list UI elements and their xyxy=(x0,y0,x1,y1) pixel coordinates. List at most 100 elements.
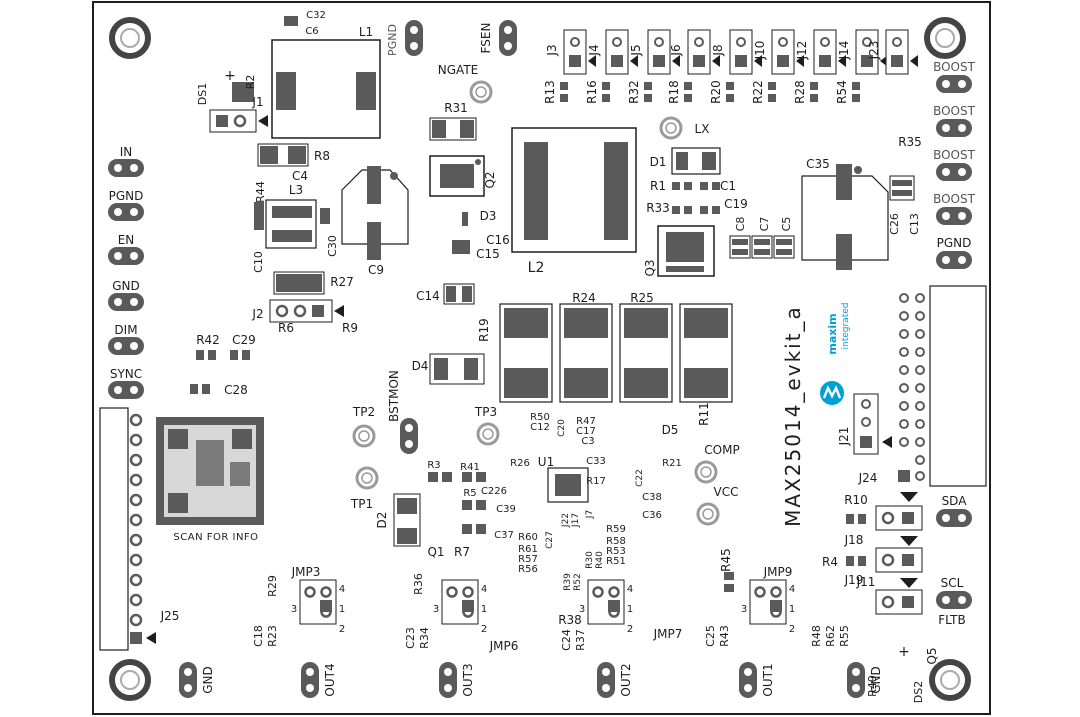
brand-label: integrated xyxy=(841,303,851,350)
refdes-label: R50 xyxy=(530,412,550,423)
refdes-label: R61 xyxy=(518,544,538,555)
header-pin xyxy=(862,37,872,47)
refdes-label: R35 xyxy=(898,135,922,149)
refdes-label: R38 xyxy=(558,613,582,627)
refdes-label: C5 xyxy=(780,217,793,232)
refdes-label: R44 xyxy=(254,181,267,203)
testpoint-comp-inner xyxy=(700,466,712,478)
refdes-label: U1 xyxy=(538,455,554,469)
resistor-pad xyxy=(768,94,776,102)
resistor-pad xyxy=(684,82,692,90)
refdes-label: Q1 xyxy=(427,545,444,559)
refdes-label: R30 xyxy=(585,551,595,569)
refdes-label: C6 xyxy=(305,26,318,37)
edge-label-bottom: OUT3 xyxy=(461,663,475,696)
testpoint-vcc-inner xyxy=(702,508,714,520)
jumper-pin xyxy=(446,586,458,598)
header-label: J23 xyxy=(867,41,881,61)
edge-label-bottom: GND xyxy=(201,666,215,694)
resistor-pad xyxy=(810,82,818,90)
refdes-label: C7 xyxy=(758,217,771,232)
jumper-pin-number: 1 xyxy=(339,604,345,615)
refdes-label: R26 xyxy=(510,458,530,469)
edge-label-right: BOOST xyxy=(933,192,976,206)
terminal-bottom-3 xyxy=(597,662,615,698)
refdes-label: C24 xyxy=(560,629,573,651)
testpoint-label: PGND xyxy=(386,24,399,56)
refdes-label: R23 xyxy=(266,625,279,647)
top-header-body xyxy=(771,29,795,75)
testpoint-label: FSEN xyxy=(479,23,493,54)
testpoint-fsen xyxy=(499,20,517,56)
refdes-label: R33 xyxy=(646,201,670,215)
terminal-left-3 xyxy=(108,293,144,311)
header-pin-square xyxy=(569,55,581,67)
jumper-pin xyxy=(770,586,782,598)
refdes-label: C4 xyxy=(292,169,308,183)
jumper-pin-square xyxy=(320,600,332,612)
refdes-label: R7 xyxy=(454,545,470,559)
refdes-label: C8 xyxy=(734,217,747,232)
sense-resistors xyxy=(499,303,733,403)
refdes-label: R39 xyxy=(563,573,573,591)
pin1-marker xyxy=(630,55,638,67)
testpoint-label: COMP xyxy=(704,443,739,457)
refdes-label: R55 xyxy=(838,625,851,647)
refdes-label: C18 xyxy=(252,625,265,647)
testpoint-ngate-inner xyxy=(475,86,487,98)
refdes-label: R49 xyxy=(866,675,879,697)
refdes-label: C17 xyxy=(576,426,596,437)
capacitor-c35 xyxy=(801,164,889,270)
resistor-pad xyxy=(560,82,568,90)
edge-label-right: BOOST xyxy=(933,148,976,162)
refdes-label: R9 xyxy=(342,321,358,335)
refdes-label: R42 xyxy=(196,333,220,347)
pin-header-j25 xyxy=(99,407,156,651)
polarity-mark: + xyxy=(224,68,236,84)
top-header-body xyxy=(605,29,629,75)
refdes-label: J24 xyxy=(858,471,878,485)
top-header-body xyxy=(813,29,837,75)
top-header-body xyxy=(729,29,753,75)
testpoint-bstmon xyxy=(400,418,418,454)
jumper-pin xyxy=(592,586,604,598)
headers-j18-j19-j11 xyxy=(875,492,923,615)
terminal-right-2 xyxy=(936,163,972,181)
header-label: J12 xyxy=(795,41,809,61)
mounting-hole-bottom-left xyxy=(109,659,151,701)
resistor-pad xyxy=(852,94,860,102)
testpoint-label: VCC xyxy=(714,485,739,499)
resistor-label: R32 xyxy=(627,80,641,104)
terminal-left-4 xyxy=(108,337,144,355)
refdes-label: J25 xyxy=(160,609,180,623)
jumper-pin-number: 1 xyxy=(789,604,795,615)
header-pin-square xyxy=(693,55,705,67)
jumper-pin-number: 2 xyxy=(789,624,795,635)
top-header-body xyxy=(885,29,909,75)
header-pin xyxy=(654,37,664,47)
polarity-mark: + xyxy=(898,644,910,660)
refdes-label: C22 xyxy=(635,469,645,487)
header-pin-square xyxy=(735,55,747,67)
edge-label-bottom: OUT4 xyxy=(323,663,337,696)
header-pin-square xyxy=(777,55,789,67)
header-pin-square xyxy=(891,55,903,67)
header-j1 xyxy=(209,109,268,133)
header-pin xyxy=(778,37,788,47)
header-label: J10 xyxy=(753,41,767,61)
refdes-label: J2 xyxy=(251,307,263,321)
refdes-label: J21 xyxy=(837,427,851,447)
refdes-label: R60 xyxy=(518,532,538,543)
jumper-pin-square xyxy=(608,600,620,612)
header-label: J8 xyxy=(711,44,725,56)
edge-label-bottom: GND xyxy=(869,666,883,694)
pin1-marker xyxy=(712,55,720,67)
header-pin-square xyxy=(611,55,623,67)
terminal-bottom-4 xyxy=(739,662,757,698)
edge-label-left: DIM xyxy=(114,323,137,337)
terminal-bottom-0 xyxy=(179,662,197,698)
refdes-label: R57 xyxy=(518,554,538,565)
refdes-label: R10 xyxy=(844,493,868,507)
refdes-label: C39 xyxy=(496,504,516,515)
